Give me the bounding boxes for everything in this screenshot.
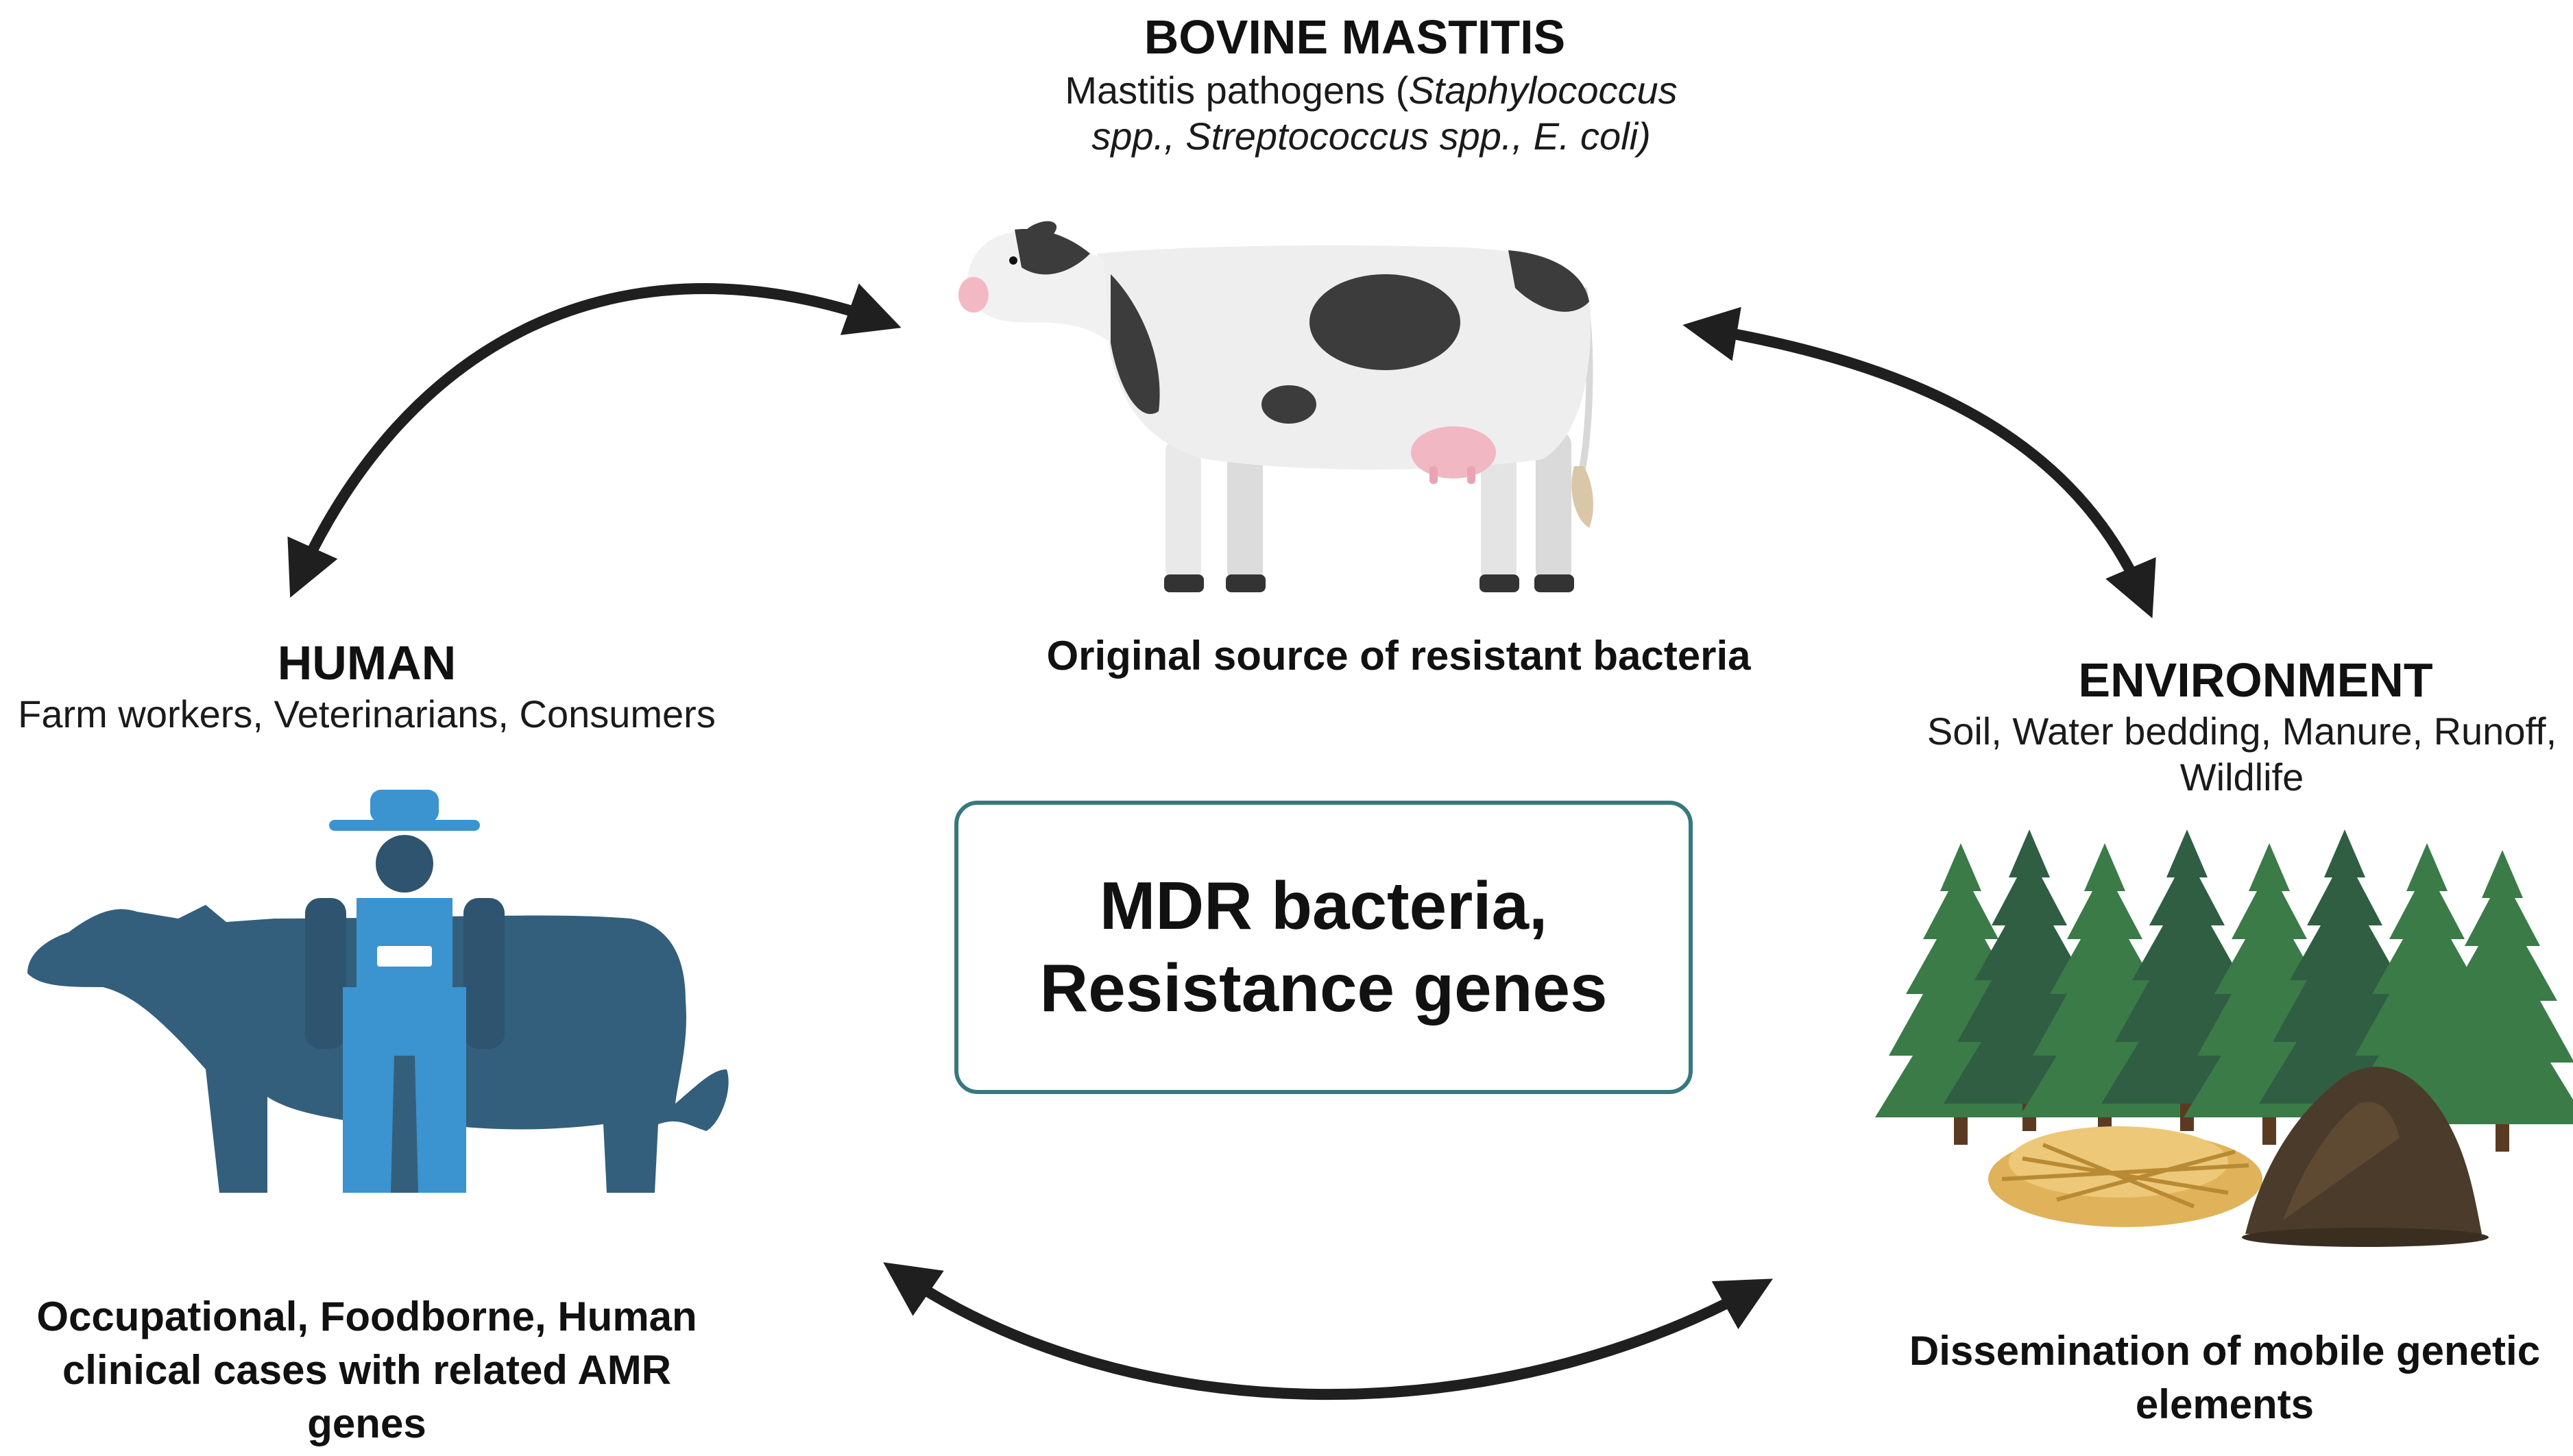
human-title: HUMAN <box>277 636 457 690</box>
human-caption-line-3: genes <box>307 1400 426 1446</box>
center-box: MDR bacteria, Resistance genes <box>954 801 1693 1094</box>
environment-caption-line-2: elements <box>2135 1381 2315 1427</box>
human-caption-line-2: clinical cases with related AMR <box>62 1347 672 1393</box>
center-box-text: MDR bacteria, Resistance genes <box>1040 865 1608 1029</box>
holstein-cow-icon <box>958 221 1593 592</box>
arrow-bovine-environment <box>1682 306 2156 619</box>
environment-title: ENVIRONMENT <box>2078 653 2433 707</box>
arrow-human-bovine <box>287 282 902 598</box>
arrow-human-environment <box>883 1262 1774 1400</box>
human-caption: Occupational, Foodborne, Human clinical … <box>0 1290 734 1451</box>
environment-subtitle-line-2: Wildlife <box>2179 755 2304 799</box>
bovine-subtitle-italic-2: spp., Streptococcus spp., E. coli) <box>1091 114 1651 158</box>
center-box-line-1: MDR bacteria, <box>1099 868 1548 944</box>
environment-subtitle: Soil, Water bedding, Manure, Runoff, Wil… <box>1913 708 2571 800</box>
environment-caption: Dissemination of mobile genetic elements <box>1879 1324 2571 1431</box>
environment-subtitle-line-1: Soil, Water bedding, Manure, Runoff, <box>1926 709 2557 753</box>
bovine-title: BOVINE MASTITIS <box>1144 10 1566 64</box>
environment-caption-line-1: Dissemination of mobile genetic <box>1909 1328 2541 1374</box>
bovine-subtitle-italic-1: Staphylococcus <box>1408 69 1678 112</box>
straw-pile-icon <box>1988 1126 2262 1227</box>
bovine-caption: Original source of resistant bacteria <box>1046 633 1751 679</box>
human-subtitle: Farm workers, Veterinarians, Consumers <box>18 692 716 736</box>
center-box-line-2: Resistance genes <box>1039 950 1608 1026</box>
bovine-subtitle-prefix: Mastitis pathogens ( <box>1065 69 1409 112</box>
human-caption-line-1: Occupational, Foodborne, Human <box>36 1294 697 1339</box>
bovine-subtitle: Mastitis pathogens (Staphylococcus spp.,… <box>974 67 1769 159</box>
manure-pile-icon <box>2242 1067 2489 1247</box>
forest-icon <box>1875 829 2573 1152</box>
farmer-with-cow-icon <box>27 790 729 1193</box>
